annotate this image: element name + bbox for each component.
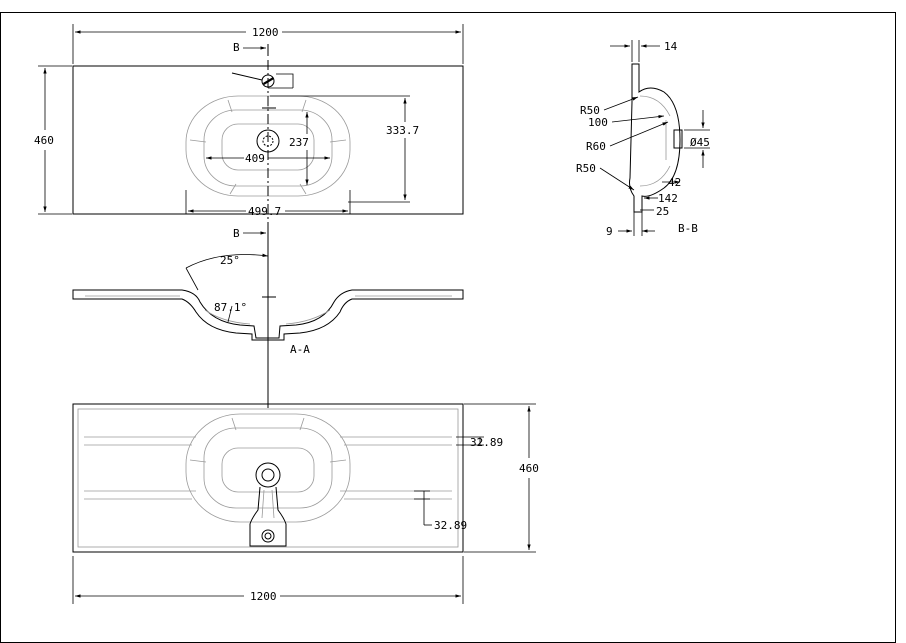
dim-bb-142: 142 (658, 192, 678, 205)
dim-groove-bottom: 32.89 (434, 519, 467, 532)
dim-top-width: 1200 (252, 26, 279, 39)
top-view: 1200 460 333.7 237 409 499.7 B B (34, 24, 464, 240)
section-a-a: 25° 87.1° A-A (72, 230, 464, 408)
dim-angle-25: 25° (220, 254, 240, 267)
bottom-drain-inner (261, 468, 275, 482)
tap-hole (261, 74, 275, 88)
dim-bottom-depth: 460 (519, 462, 539, 475)
bottom-bowl-outer (185, 413, 351, 523)
bb-profile (629, 63, 681, 213)
dim-angle-87: 87.1° (214, 301, 247, 314)
dim-groove-top: 32.89 (470, 436, 503, 449)
dim-bb-thickness: 14 (664, 40, 678, 53)
dim-bowl-depth: 333.7 (386, 124, 419, 137)
dim-bb-100: 100 (588, 116, 608, 129)
caption-a-a: A-A (290, 343, 310, 356)
dim-top-depth: 460 (34, 134, 54, 147)
bowl-facets (189, 96, 347, 195)
dim-bb-25: 25 (656, 205, 669, 218)
section-profile (72, 289, 464, 341)
drawing-border (0, 12, 896, 643)
bottom-drain-outer (255, 462, 281, 488)
section-mark-b-bottom: B (233, 227, 240, 240)
overflow-channel (249, 486, 287, 547)
dim-bb-hole: Ø45 (690, 136, 710, 149)
dim-bowl-inner-depth: 237 (289, 136, 309, 149)
dim-bb-r60: R60 (586, 140, 606, 153)
drain-grooves (84, 436, 452, 500)
section-b-b: 14 R50 100 R60 R50 Ø45 42 142 25 9 B-B (576, 40, 710, 238)
dim-bowl-outer-width: 499.7 (248, 205, 281, 218)
bb-drain-hole (673, 129, 683, 149)
caption-b-b: B-B (678, 222, 698, 235)
bottom-view-outline (72, 403, 464, 553)
overflow-hole (261, 529, 275, 543)
bottom-bowl-inner (203, 427, 333, 509)
dim-bb-r50-bottom: R50 (576, 162, 596, 175)
dim-bb-9: 9 (606, 225, 613, 238)
dim-bb-r50-top: R50 (580, 104, 600, 117)
section-mark-b-top: B (233, 41, 240, 54)
bottom-view: 32.89 32.89 460 1200 (72, 403, 539, 604)
dim-bottom-width: 1200 (250, 590, 277, 603)
dim-bowl-inner-width: 409 (245, 152, 265, 165)
dim-bb-42: 42 (668, 176, 681, 189)
